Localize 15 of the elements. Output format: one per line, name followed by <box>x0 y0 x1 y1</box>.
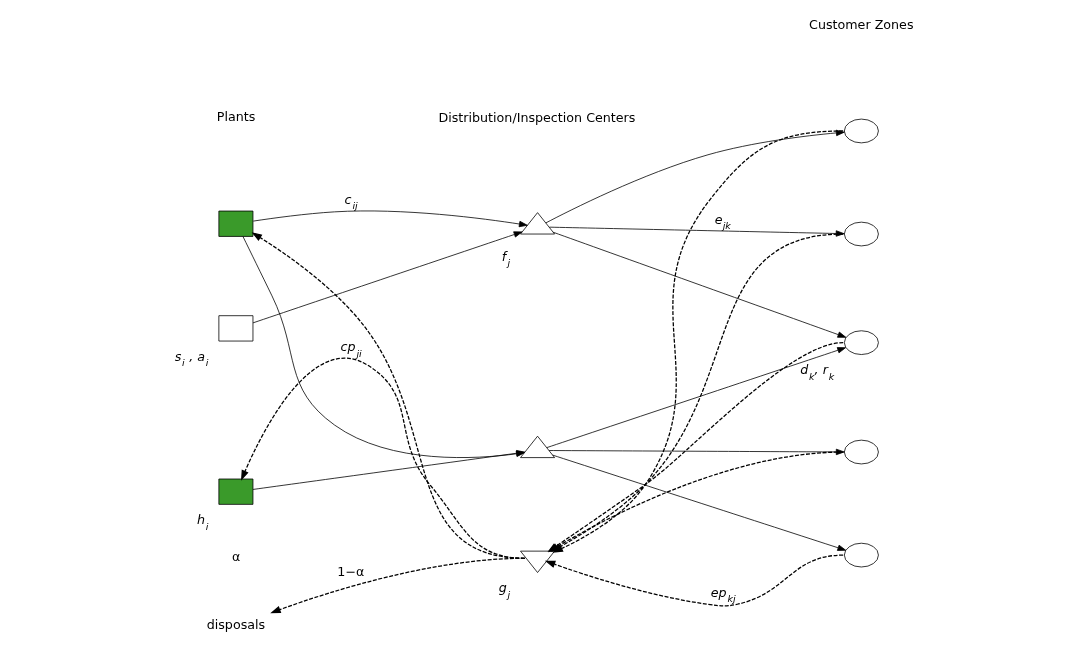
node-label: s$_{i}$ , a$_{i}$ <box>174 348 208 369</box>
node-label: g$_{j}$ <box>498 580 510 600</box>
node-label: h$_{i}$ <box>196 512 208 532</box>
edge-label: 1−α <box>336 563 364 579</box>
label: Plants <box>216 108 255 124</box>
label: Distribution/Inspection Centers <box>437 110 635 126</box>
node-label: d$_{k}$, r$_{k}$ <box>799 362 834 382</box>
node-text: disposals <box>206 617 265 633</box>
edge-label: c$_{ij}$ <box>344 191 358 212</box>
edge-label: cp$_{ji}$ <box>340 339 362 359</box>
label: α <box>231 549 240 565</box>
node-label: f$_{j}$ <box>501 248 510 269</box>
edge-label: e$_{jk}$ <box>714 211 731 232</box>
edge-label: ep$_{kj}$ <box>710 584 736 605</box>
label: Customer Zones <box>808 16 914 32</box>
